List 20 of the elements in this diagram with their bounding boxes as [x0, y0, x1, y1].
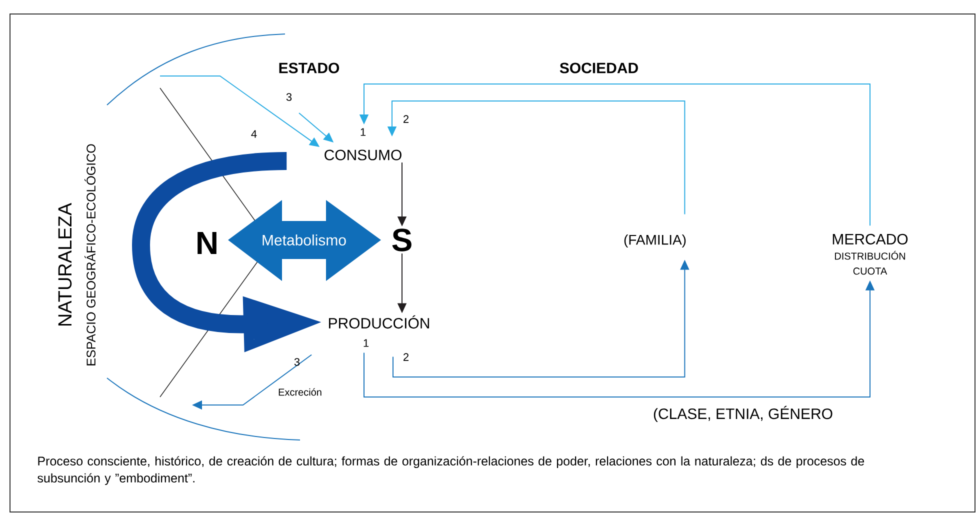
edge-label: 2: [404, 353, 408, 361]
heading: ESTADO: [279, 62, 340, 74]
edge-label: 1: [364, 339, 369, 347]
text-label: Excreción: [278, 388, 322, 396]
edge-label: 1: [360, 128, 366, 136]
heading: SOCIEDAD: [560, 62, 638, 74]
node-label: N: [198, 232, 216, 254]
node-label: (FAMILIA): [624, 234, 686, 248]
edge-label: 4: [251, 130, 257, 138]
node-label: S: [392, 228, 412, 252]
caption: Proceso consciente, histórico, de creación de cultura; formas de organización-relaciones de poder, relaciones con la naturaleza; ds de procesos de subsunción y ”embodiment”.: [38, 456, 864, 485]
side-label: NATURALEZA: [58, 202, 72, 326]
edge-label: 3: [286, 93, 292, 101]
side-label: ESPACIO GEOGRÁFICO-ECOLÓGICO: [84, 144, 96, 366]
node-label: CONSUMO: [324, 150, 402, 160]
edge-label: 3: [294, 358, 300, 366]
node-label: PRODUCCIÓN: [329, 315, 430, 329]
node-label: MERCADO DISTRIBUCIÓN CUOTA: [832, 234, 908, 275]
text-label: (CLASE, ETNIA, GÉNERO: [654, 406, 832, 422]
edge-label: 2: [404, 115, 408, 123]
